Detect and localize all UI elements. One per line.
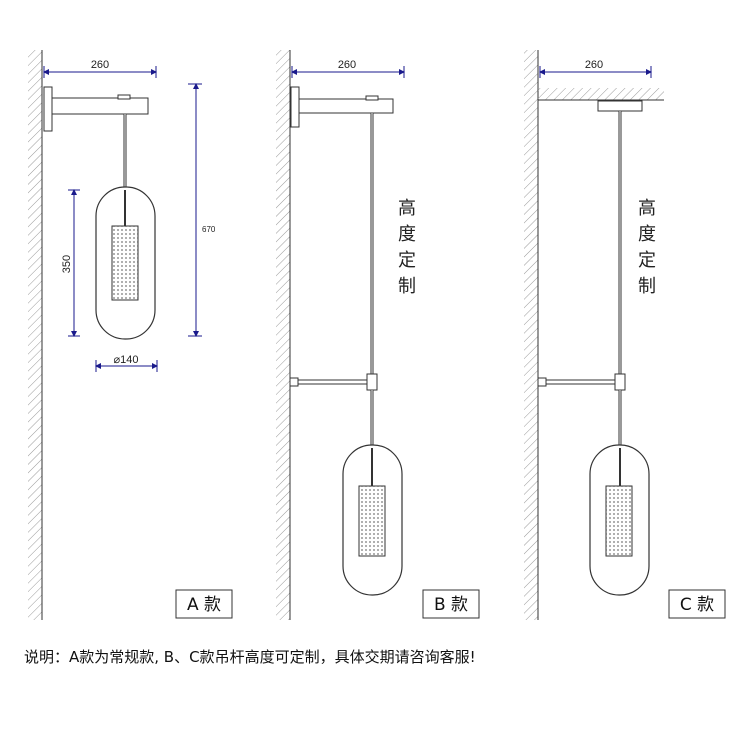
ceiling-c: [538, 88, 664, 100]
wall-bracket-c: [537, 377, 547, 387]
mesh-insert-a: [111, 225, 139, 301]
total-height-value-a: 670: [202, 225, 216, 234]
wall-bracket-b: [289, 377, 299, 387]
vertical-note-c-3: 定: [638, 250, 656, 271]
dimension-shade-height-a: 350: [61, 189, 80, 337]
connector-b: [366, 373, 378, 391]
vertical-note-b-3: 定: [398, 250, 416, 271]
width-value-c: 260: [585, 59, 603, 71]
dimension-width-b: 260: [291, 59, 405, 78]
vertical-note-c-2: 度: [638, 224, 656, 245]
arm-a: [51, 97, 149, 115]
label-b: B 款: [434, 595, 468, 615]
vertical-note-c-4: 制: [638, 276, 656, 297]
model-b: 260 高 度 定 制 B 款: [276, 50, 480, 620]
label-a: A 款: [187, 595, 221, 615]
vertical-note-b-2: 度: [398, 224, 416, 245]
model-c: 260 高 度 定 制 C 款: [524, 50, 726, 620]
connector-c: [614, 373, 626, 391]
vertical-note-c: 高 度 定 制: [638, 198, 656, 297]
wall-a: [28, 50, 42, 620]
shade-height-value-a: 350: [61, 255, 73, 273]
dimension-width-c: 260: [539, 59, 652, 78]
wall-c: [524, 50, 538, 620]
model-a: 260 670 350 ⌀140: [28, 50, 233, 620]
footnote: 说明：A款为常规款, B、C款吊杆高度可定制，具体交期请咨询客服!: [24, 648, 476, 666]
vertical-note-b-1: 高: [398, 198, 416, 219]
mesh-insert-c: [605, 485, 633, 557]
vertical-note-b-4: 制: [398, 276, 416, 297]
ceiling-canopy-c: [597, 100, 643, 112]
diameter-value-a: ⌀140: [114, 354, 139, 366]
label-box-a: [175, 589, 233, 619]
wall-b: [276, 50, 290, 620]
arm-cap-a: [117, 94, 131, 100]
wall-plate-b: [290, 86, 300, 128]
label-box-b: [422, 589, 480, 619]
mesh-insert-b: [358, 485, 386, 557]
wall-plate-a: [43, 86, 53, 132]
label-c: C 款: [680, 595, 714, 615]
arm-b: [298, 98, 394, 114]
width-value-b: 260: [338, 59, 356, 71]
width-value-a: 260: [91, 59, 109, 71]
vertical-note-c-1: 高: [638, 198, 656, 219]
dimension-diameter-a: ⌀140: [95, 354, 158, 372]
dimension-width-a: 260: [43, 59, 157, 78]
dimension-total-height-a: 670: [188, 83, 216, 337]
vertical-note-b: 高 度 定 制: [398, 198, 416, 297]
label-box-c: [668, 589, 726, 619]
